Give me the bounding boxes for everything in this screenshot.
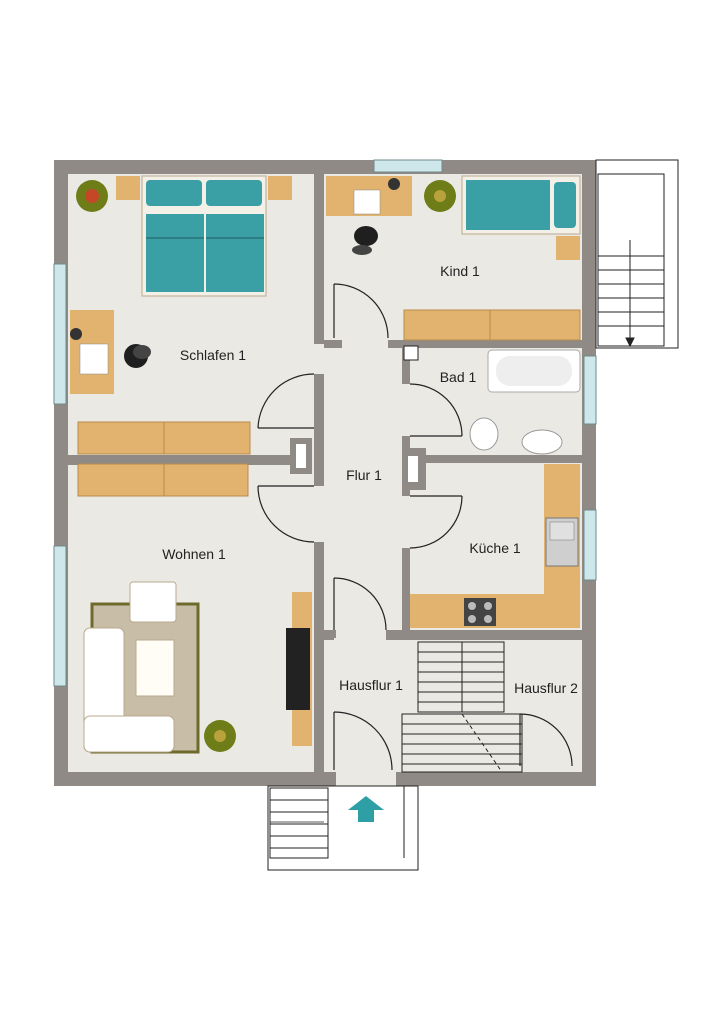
room-label-hausflur2: Hausflur 2 — [514, 680, 578, 696]
bathtub-icon — [487, 349, 581, 393]
door-swings — [257, 283, 573, 771]
stairs-icon — [595, 159, 679, 349]
sofa-icon — [83, 581, 177, 753]
room-label-flur: Flur 1 — [346, 467, 382, 483]
double-bed — [116, 175, 292, 297]
windows — [53, 159, 597, 687]
bed-icon — [461, 175, 581, 260]
wardrobe — [77, 421, 251, 497]
plant-icon — [76, 180, 108, 212]
bedroom-desk — [70, 310, 114, 394]
kid-shelf — [403, 309, 581, 341]
stairs-icon — [401, 641, 523, 773]
plant-icon — [204, 720, 236, 752]
room-label-bad: Bad 1 — [440, 369, 477, 385]
room-label-hausflur1: Hausflur 1 — [339, 677, 403, 693]
room-label-kind: Kind 1 — [440, 263, 480, 279]
plant-icon — [424, 180, 456, 212]
chair-icon — [352, 226, 378, 255]
chair-icon — [124, 344, 151, 368]
toilet-icon — [469, 417, 499, 451]
room-label-kueche: Küche 1 — [469, 540, 521, 556]
stove-icon — [464, 598, 496, 626]
shafts — [290, 345, 426, 490]
entrance-arrow-icon — [348, 796, 384, 822]
room-label-wohnen: Wohnen 1 — [162, 546, 226, 562]
stairs-icon — [267, 785, 419, 871]
interior-walls — [68, 174, 582, 772]
kid-desk — [326, 176, 412, 216]
tv-icon — [286, 592, 312, 746]
sink-icon — [521, 429, 563, 455]
room-label-schlafen: Schlafen 1 — [180, 347, 246, 363]
